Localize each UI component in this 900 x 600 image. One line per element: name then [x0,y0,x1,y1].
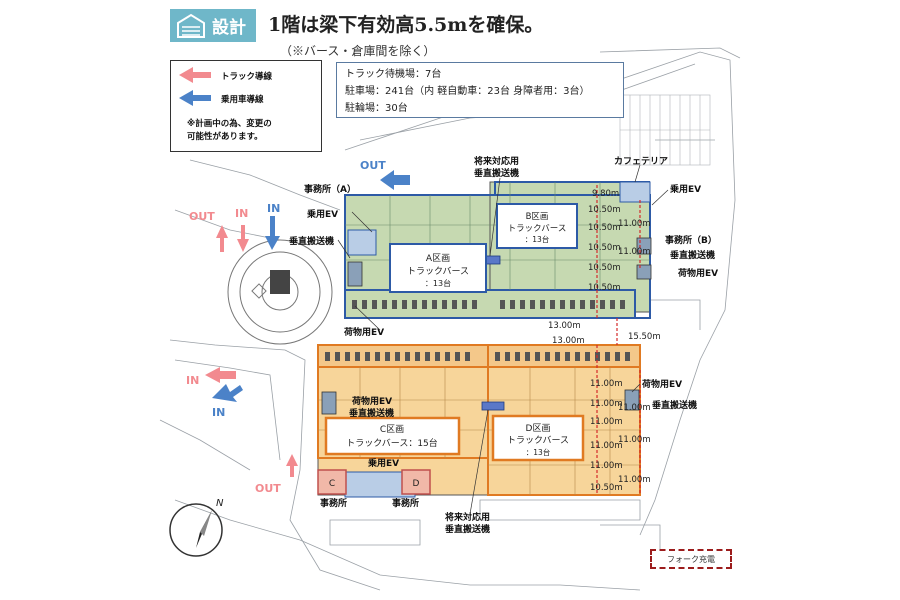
dim-label: 11.00m [618,219,651,229]
zone-b-box: B区画 トラックバース ：13台 [496,203,578,249]
section-badge: 設計 [170,9,256,42]
dim-label: 11.00m [590,461,623,471]
capacity-stats: トラック待機場：7台 駐車場：241台（内 軽自動車：23台 身障者用：3台） … [336,62,624,118]
legend-truck-label: トラック導線 [221,72,273,82]
label-future-1b: 垂直搬送機 [474,167,519,179]
label-vertical-4: 垂直搬送機 [349,407,394,419]
legend-note-2: 可能性があります。 [187,132,263,142]
label-cargo-ev-2: 荷物用EV [343,326,384,338]
dim-label: 11.00m [590,441,623,451]
label-passenger-ev-3: 乗用EV [368,457,399,469]
flow-out-bottom: OUT [255,482,281,495]
legend-car-label: 乗用車導線 [221,95,264,105]
zone-d-count: ：13台 [526,447,551,457]
dim-label: 15.50m [628,332,661,342]
north-arrow-icon: N [169,498,224,557]
label-office-b: 事務所（B） [665,234,717,246]
dim-label: 10.50m [588,205,621,215]
label-vertical-1: 垂直搬送機 [289,235,334,247]
label-office-1: 事務所 [320,497,347,509]
flow-out-top: OUT [360,159,386,172]
dimension-labels: 9.80m 10.50m 10.50m 10.50m 10.50m 10.50m… [548,189,661,493]
car-flow-arrows [212,170,410,402]
dim-label: 10.50m [588,243,621,253]
flow-in-mid: IN [267,202,280,215]
label-office-2: 事務所 [392,497,419,509]
dim-label: 11.00m [590,417,623,427]
stats-bicycle: 駐輪場：30台 [345,103,408,114]
dim-label: 11.00m [618,247,651,257]
zone-c-name: C区画 [380,424,404,435]
zone-b-count: ：13台 [525,234,550,244]
flow-in-left-1: IN [235,207,248,220]
flow-in-left-2: IN [186,374,199,387]
zone-a-name: A区画 [426,253,450,264]
label-cargo-ev-4: 荷物用EV [351,395,392,407]
zone-a-berth: トラックバース [407,266,469,277]
zone-d-box: D区画 トラックバース ：13台 [491,414,585,462]
flow-out-left: OUT [189,210,215,223]
label-passenger-ev-1: 乗用EV [307,208,338,220]
north-label: N [216,498,224,509]
dim-label: 10.50m [588,283,621,293]
label-cargo-ev-1: 荷物用EV [677,267,718,279]
stats-parking: 駐車場：241台（内 軽自動車：23台 身障者用：3台） [345,86,590,97]
page-subtitle: （※バース・倉庫間を除く） [280,44,436,58]
dim-label: 11.00m [618,435,651,445]
zone-c-box: C区画 トラックバース：15台 [324,416,461,456]
label-future-1a: 将来対応用 [474,155,519,167]
dim-label: 9.80m [592,189,619,199]
stats-truck-waiting: トラック待機場：7台 [345,69,442,80]
dim-label: 11.00m [590,399,623,409]
label-future-2a: 将来対応用 [445,511,490,523]
truck-flow-arrows [205,225,298,477]
flow-labels: OUT OUT IN IN IN IN OUT [186,159,386,495]
dim-label: 11.00m [590,379,623,389]
dim-label: 13.00m [552,336,585,346]
parking-area [619,94,711,166]
lower-building [317,344,641,498]
box-c-label: C [329,479,335,489]
page-title: 1階は梁下有効高5.5mを確保。 [268,14,544,36]
dim-label: 11.00m [618,475,651,485]
annotation-labels: 事務所（A） 乗用EV 垂直搬送機 将来対応用 垂直搬送機 カフェテリア 乗用E… [289,155,718,535]
dim-label: 10.50m [590,483,623,493]
label-vertical-3: 垂直搬送機 [652,399,697,411]
dim-label: 11.00m [618,403,651,413]
leader-lines [337,164,669,515]
truck-arrow-icon [179,67,211,83]
dimension-lines [596,185,641,495]
warehouse-icon [177,13,205,38]
label-future-2b: 垂直搬送機 [445,523,490,535]
zone-a-count: ：13台 [425,278,451,288]
zone-b-berth: トラックバース [508,224,567,234]
label-cafeteria: カフェテリア [614,156,668,167]
box-d-label: D [413,479,420,489]
badge-label: 設計 [212,18,246,38]
label-passenger-ev-2: 乗用EV [670,183,701,195]
label-cargo-ev-3: 荷物用EV [641,378,682,390]
dim-label: 10.50m [588,223,621,233]
zone-c-berth: トラックバース：15台 [346,437,438,449]
label-vertical-2: 垂直搬送機 [670,249,715,261]
ramp-circle [227,239,333,345]
fork-charging-label: フォーク充電 [667,554,715,564]
zone-d-berth: トラックバース [507,435,569,446]
zone-a-box: A区画 トラックバース ：13台 [389,243,487,293]
legend: トラック導線 乗用車導線 ※計画中の為、変更の 可能性があります。 [170,60,322,152]
zone-b-name: B区画 [526,212,549,222]
flow-in-lower: IN [212,406,225,419]
dim-label: 10.50m [588,263,621,273]
fork-charging-box: フォーク充電 [650,549,732,569]
legend-note-1: ※計画中の為、変更の [187,119,272,129]
zone-d-name: D区画 [526,423,551,434]
car-arrow-icon [179,90,211,106]
dim-label: 13.00m [548,321,581,331]
label-office-a: 事務所（A） [304,183,356,195]
legend-graphic [179,67,211,106]
